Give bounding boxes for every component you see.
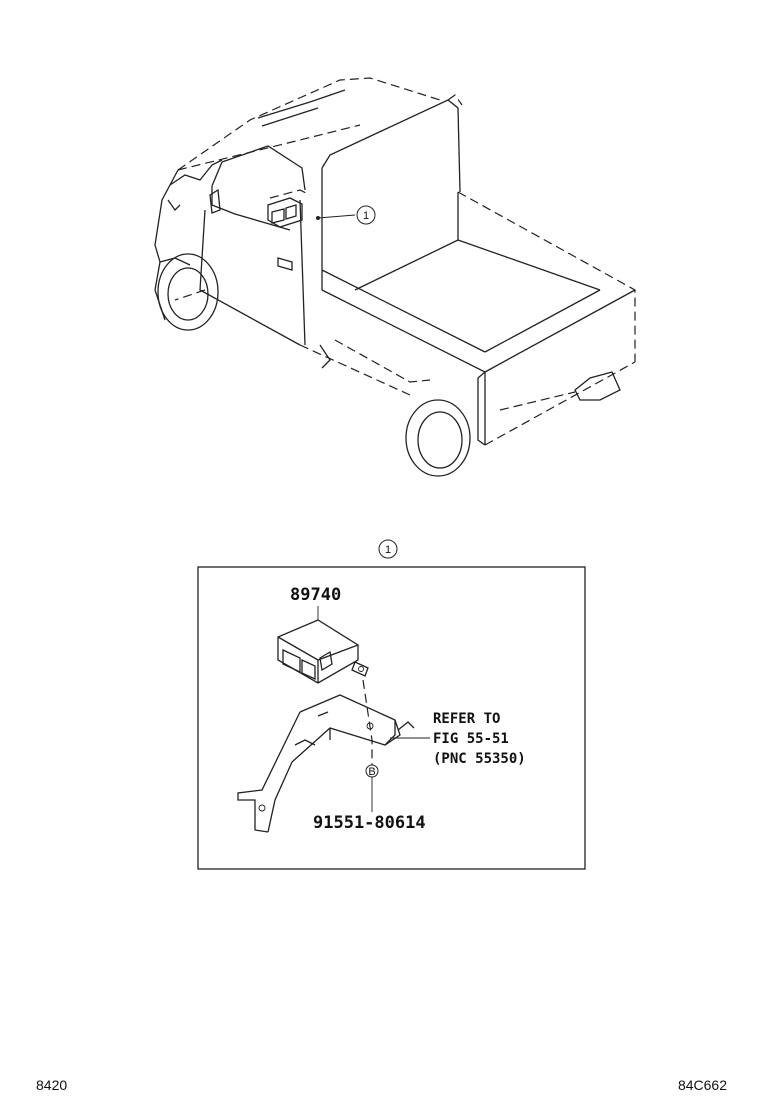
part-number-ecu: 89740 xyxy=(290,585,341,605)
fastener-b-label: B xyxy=(368,766,375,778)
reference-line-1: REFER TO xyxy=(433,711,500,727)
detail-frame xyxy=(197,566,586,870)
footer-left-code: 8420 xyxy=(36,1077,67,1093)
reference-line-3: (PNC 55350) xyxy=(433,751,526,767)
mounting-bracket xyxy=(237,694,415,833)
airbag-ecu-module xyxy=(277,619,369,684)
callout-1-label: 1 xyxy=(363,210,369,222)
detail-callout-marker xyxy=(378,539,398,559)
part-number-bolt: 91551-80614 xyxy=(313,813,426,833)
detail-callout-label: 1 xyxy=(385,544,391,556)
reference-line-2: FIG 55-51 xyxy=(433,731,509,747)
footer-right-code: 84C662 xyxy=(678,1077,727,1093)
truck-illustration: 1 xyxy=(154,77,636,477)
callout-1-marker xyxy=(356,205,376,225)
